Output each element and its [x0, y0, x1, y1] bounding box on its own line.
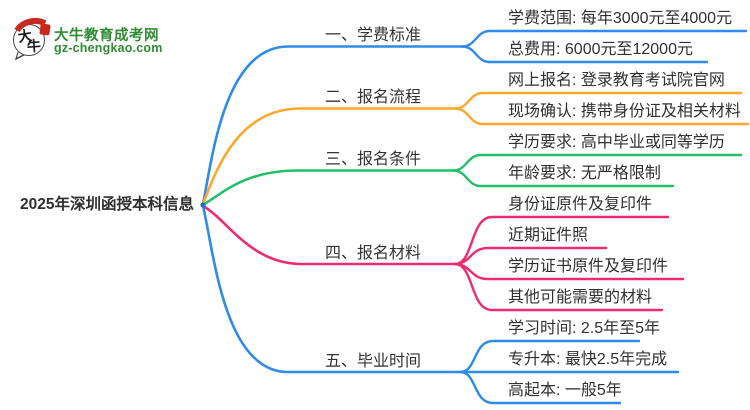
branch-5-leaf-2-text: 专升本: 最快2.5年完成	[508, 351, 668, 368]
branch-1-label: 一、学费标准	[325, 27, 422, 44]
branch-3-line	[201, 169, 455, 207]
branch-2-line	[201, 107, 457, 206]
branch-3-leaf-1-text: 学历要求: 高中毕业或同等学历	[508, 134, 725, 151]
logo-site-name: 大牛教育成考网	[54, 28, 159, 44]
branch-1-leaf-2-text: 总费用: 6000元至12000元	[508, 41, 693, 58]
branch-5-line	[201, 204, 462, 374]
branch-4-leaf-4-underline	[453, 262, 664, 312]
branch-4-leaf-1-text: 身份证原件及复印件	[508, 196, 653, 213]
branch-2-leaf-2-text: 现场确认: 携带身份证及相关材料	[508, 103, 741, 120]
branch-2-leaf-1-text: 网上报名: 登录教育考试院官网	[508, 72, 725, 89]
branch-2-label: 二、报名流程	[325, 89, 422, 106]
branch-3-leaf-2-text: 年龄要求: 无严格限制	[508, 165, 661, 182]
branch-4-leaf-2-text: 近期证件照	[508, 227, 589, 244]
branch-4-leaf-3-text: 学历证书原件及复印件	[508, 258, 669, 275]
center-junction-dot	[200, 202, 206, 208]
branch-5-label: 五、毕业时间	[325, 353, 422, 370]
branch-3-label: 三、报名条件	[325, 151, 422, 168]
branch-3-leaf-2-underline	[451, 169, 675, 188]
branch-1-line	[201, 45, 464, 206]
branch-5-leaf-3-text: 高起本: 一般5年	[508, 382, 622, 399]
branch-1-leaf-1-text: 学费范围: 每年3000元至4000元	[508, 10, 733, 27]
root-node-title: 2025年深圳函授本科信息	[20, 196, 194, 213]
branch-5-leaf-3-underline	[458, 370, 622, 405]
logo-bull-icon: 大 牛	[6, 13, 62, 65]
branch-4-line	[201, 204, 457, 266]
branch-4-label: 四、报名材料	[325, 245, 422, 262]
logo-red-seal-icon	[39, 23, 51, 36]
branch-5-leaf-1-text: 学习时间: 2.5年至5年	[508, 320, 661, 337]
branch-2-leaf-2-underline	[453, 107, 750, 126]
branch-4-leaf-4-text: 其他可能需要的材料	[508, 289, 653, 306]
branch-1-leaf-2-underline	[460, 45, 709, 64]
logo-site-domain: gz-chengkao.com	[54, 41, 163, 55]
site-logo: 大 牛 大牛教育成考网 gz-chengkao.com	[6, 13, 170, 65]
